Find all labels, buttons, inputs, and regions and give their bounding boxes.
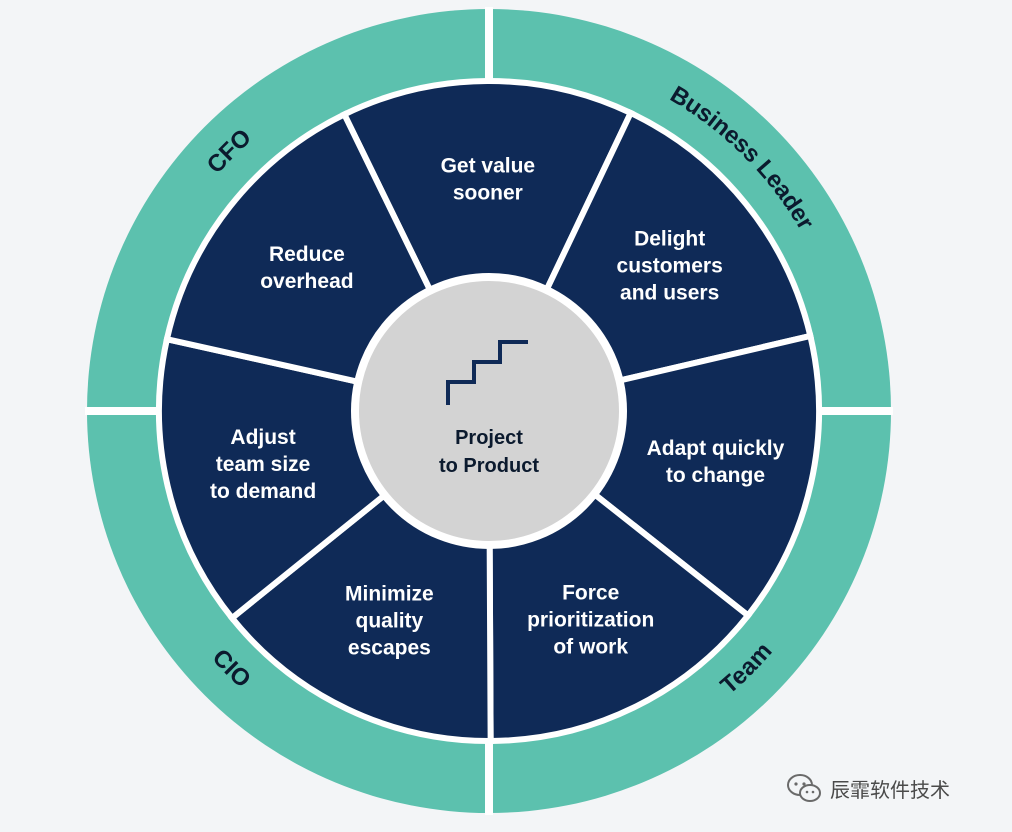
watermark-text: 辰霏软件技术 xyxy=(830,777,950,802)
segment-1 xyxy=(340,78,635,418)
watermark: 辰霏软件技术 xyxy=(786,770,950,806)
staircase-icon xyxy=(446,340,528,405)
center-hub xyxy=(351,273,627,549)
wechat-icon xyxy=(787,774,821,802)
outcome-segments xyxy=(156,78,822,745)
